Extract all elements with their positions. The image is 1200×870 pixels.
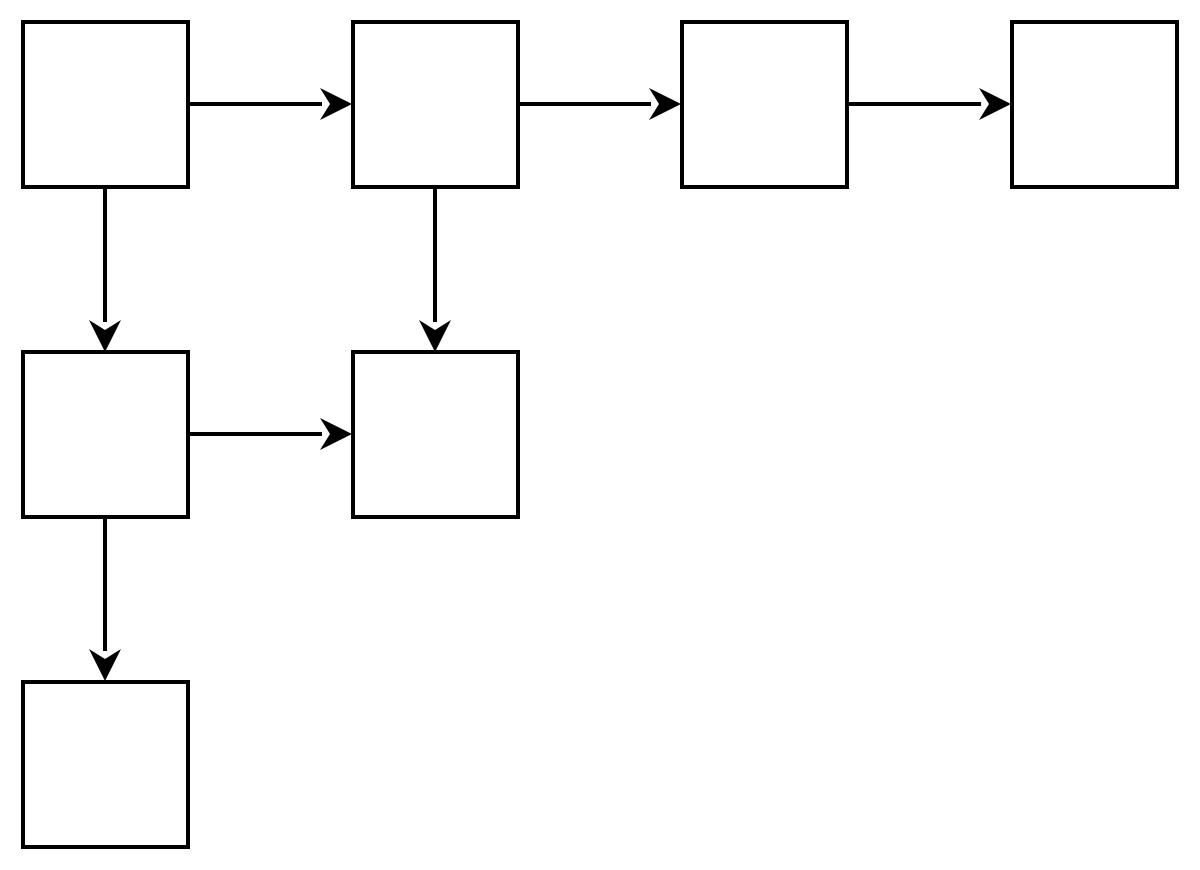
edge-n1-to-n5 bbox=[89, 188, 121, 352]
node-n7 bbox=[21, 680, 190, 849]
node-n1 bbox=[21, 20, 190, 189]
node-n2 bbox=[351, 20, 520, 189]
node-n3 bbox=[680, 20, 849, 189]
edge-n2-to-n6 bbox=[419, 188, 451, 352]
edge-n5-to-n7 bbox=[89, 518, 121, 681]
edge-n5-to-n6 bbox=[189, 418, 352, 450]
edge-n1-to-n2 bbox=[189, 88, 352, 120]
node-n4 bbox=[1010, 20, 1179, 189]
edge-n2-to-n3 bbox=[518, 88, 681, 120]
edge-n3-to-n4 bbox=[847, 88, 1011, 120]
node-n5 bbox=[21, 350, 190, 519]
node-n6 bbox=[351, 350, 520, 519]
